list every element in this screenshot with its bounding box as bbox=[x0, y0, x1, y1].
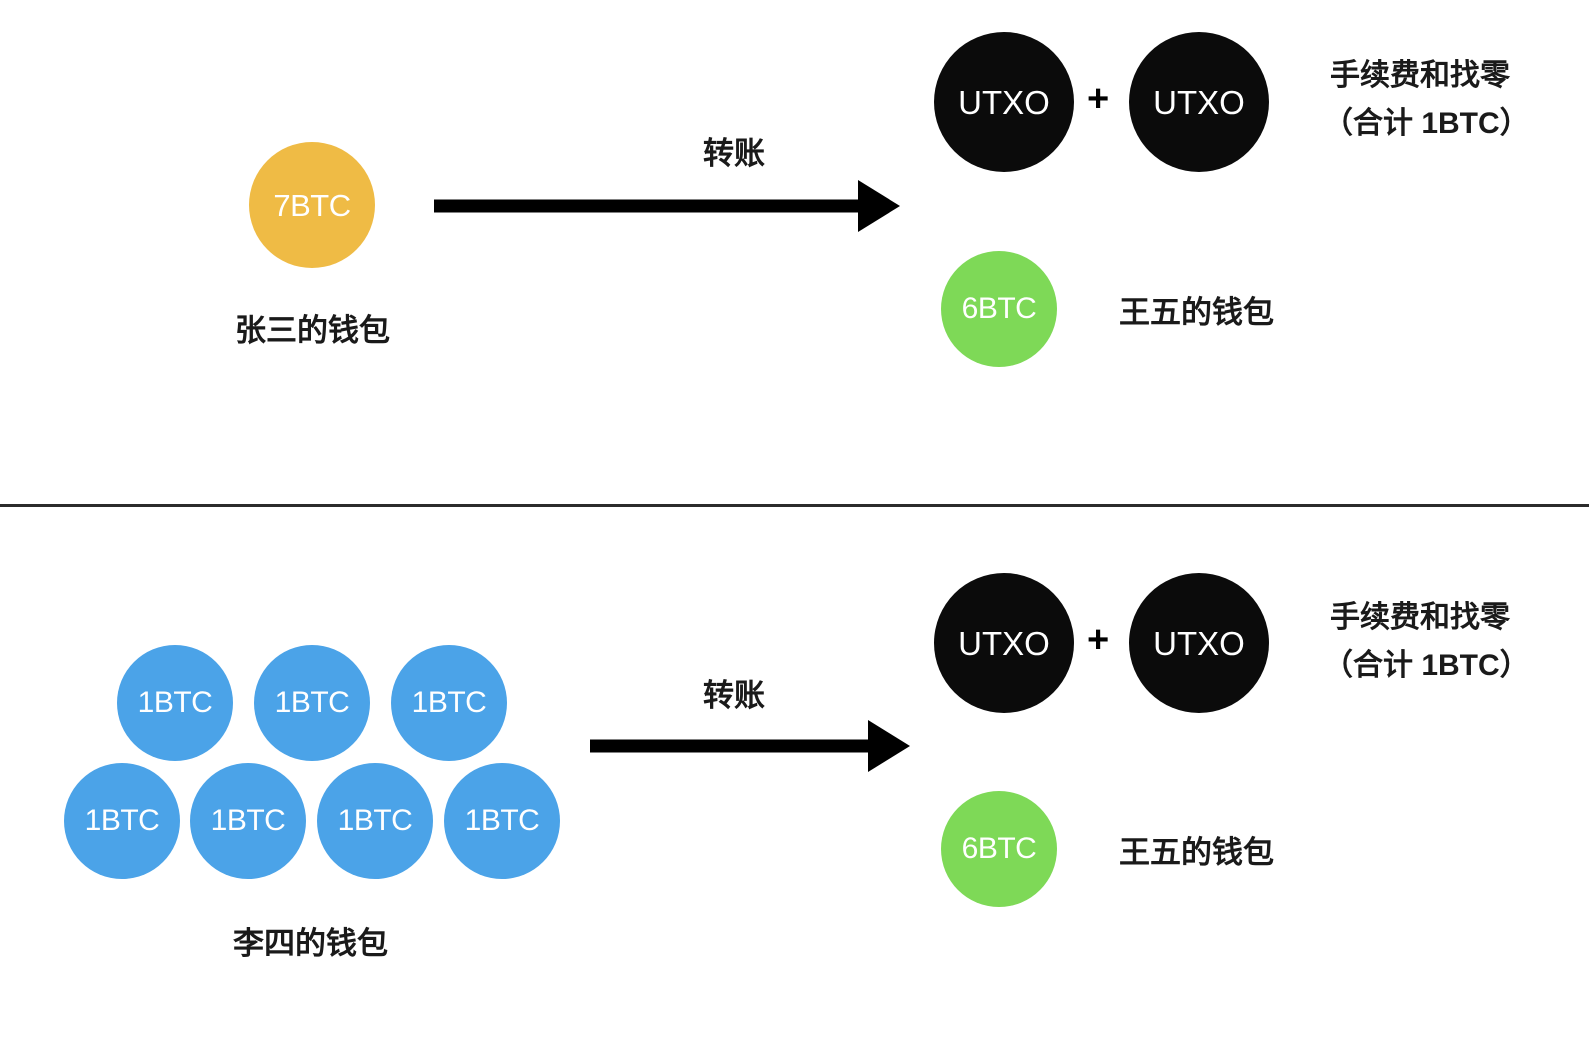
coin-value-label: 1BTC bbox=[274, 686, 350, 719]
utxo-circle-right-top: UTXO bbox=[1129, 32, 1269, 172]
utxo-label: UTXO bbox=[1153, 624, 1245, 662]
arrow-head bbox=[858, 180, 900, 232]
coin-value-label: 6BTC bbox=[961, 832, 1037, 865]
recipient-wallet-label-top: 王五的钱包 bbox=[1119, 295, 1274, 330]
plus-sign-top: + bbox=[1087, 78, 1110, 120]
recipient-coin-6btc-top: 6BTC bbox=[941, 251, 1057, 367]
coin-value-label: 1BTC bbox=[210, 804, 286, 837]
coin-value-label: 1BTC bbox=[137, 686, 213, 719]
utxo-label: UTXO bbox=[958, 624, 1050, 662]
section-divider bbox=[0, 504, 1589, 507]
wallet-coin-1btc-7: 1BTC bbox=[444, 763, 560, 879]
wallet-coin-1btc-1: 1BTC bbox=[117, 645, 233, 761]
wallet-coin-1btc-2: 1BTC bbox=[254, 645, 370, 761]
arrow-shaft bbox=[434, 199, 864, 213]
utxo-circle-right-bottom: UTXO bbox=[1129, 573, 1269, 713]
coin-value-label: 6BTC bbox=[961, 292, 1037, 325]
coin-value-label: 1BTC bbox=[337, 804, 413, 837]
coin-value-label: 1BTC bbox=[411, 686, 487, 719]
arrow-label-bottom: 转账 bbox=[703, 678, 765, 713]
source-wallet-label-bottom: 李四的钱包 bbox=[233, 926, 388, 961]
utxo-label: UTXO bbox=[1153, 83, 1245, 121]
utxo-circle-left-bottom: UTXO bbox=[934, 573, 1074, 713]
wallet-coin-1btc-3: 1BTC bbox=[391, 645, 507, 761]
coin-value-label: 1BTC bbox=[84, 804, 160, 837]
fee-label-line1-bottom: 手续费和找零 bbox=[1330, 601, 1510, 634]
transfer-arrow-bottom bbox=[590, 720, 910, 772]
transfer-arrow-top bbox=[434, 180, 900, 232]
recipient-wallet-label-bottom: 王五的钱包 bbox=[1119, 835, 1274, 870]
fee-label-line2-bottom: （合计 1BTC） bbox=[1323, 649, 1530, 682]
wallet-coin-1btc-4: 1BTC bbox=[64, 763, 180, 879]
coin-value-label: 7BTC bbox=[273, 187, 351, 223]
arrow-shaft bbox=[590, 739, 876, 753]
wallet-coin-1btc-6: 1BTC bbox=[317, 763, 433, 879]
arrow-head bbox=[868, 720, 910, 772]
wallet-coin-1btc-5: 1BTC bbox=[190, 763, 306, 879]
coin-value-label: 1BTC bbox=[464, 804, 540, 837]
fee-label-line1-top: 手续费和找零 bbox=[1330, 59, 1510, 92]
wallet-coin-7btc: 7BTC bbox=[249, 142, 375, 268]
fee-label-line2-top: （合计 1BTC） bbox=[1323, 107, 1530, 140]
utxo-label: UTXO bbox=[958, 83, 1050, 121]
plus-sign-bottom: + bbox=[1087, 619, 1110, 661]
source-wallet-label-top: 张三的钱包 bbox=[235, 313, 390, 348]
arrow-label-top: 转账 bbox=[703, 136, 765, 171]
utxo-circle-left-top: UTXO bbox=[934, 32, 1074, 172]
recipient-coin-6btc-bottom: 6BTC bbox=[941, 791, 1057, 907]
